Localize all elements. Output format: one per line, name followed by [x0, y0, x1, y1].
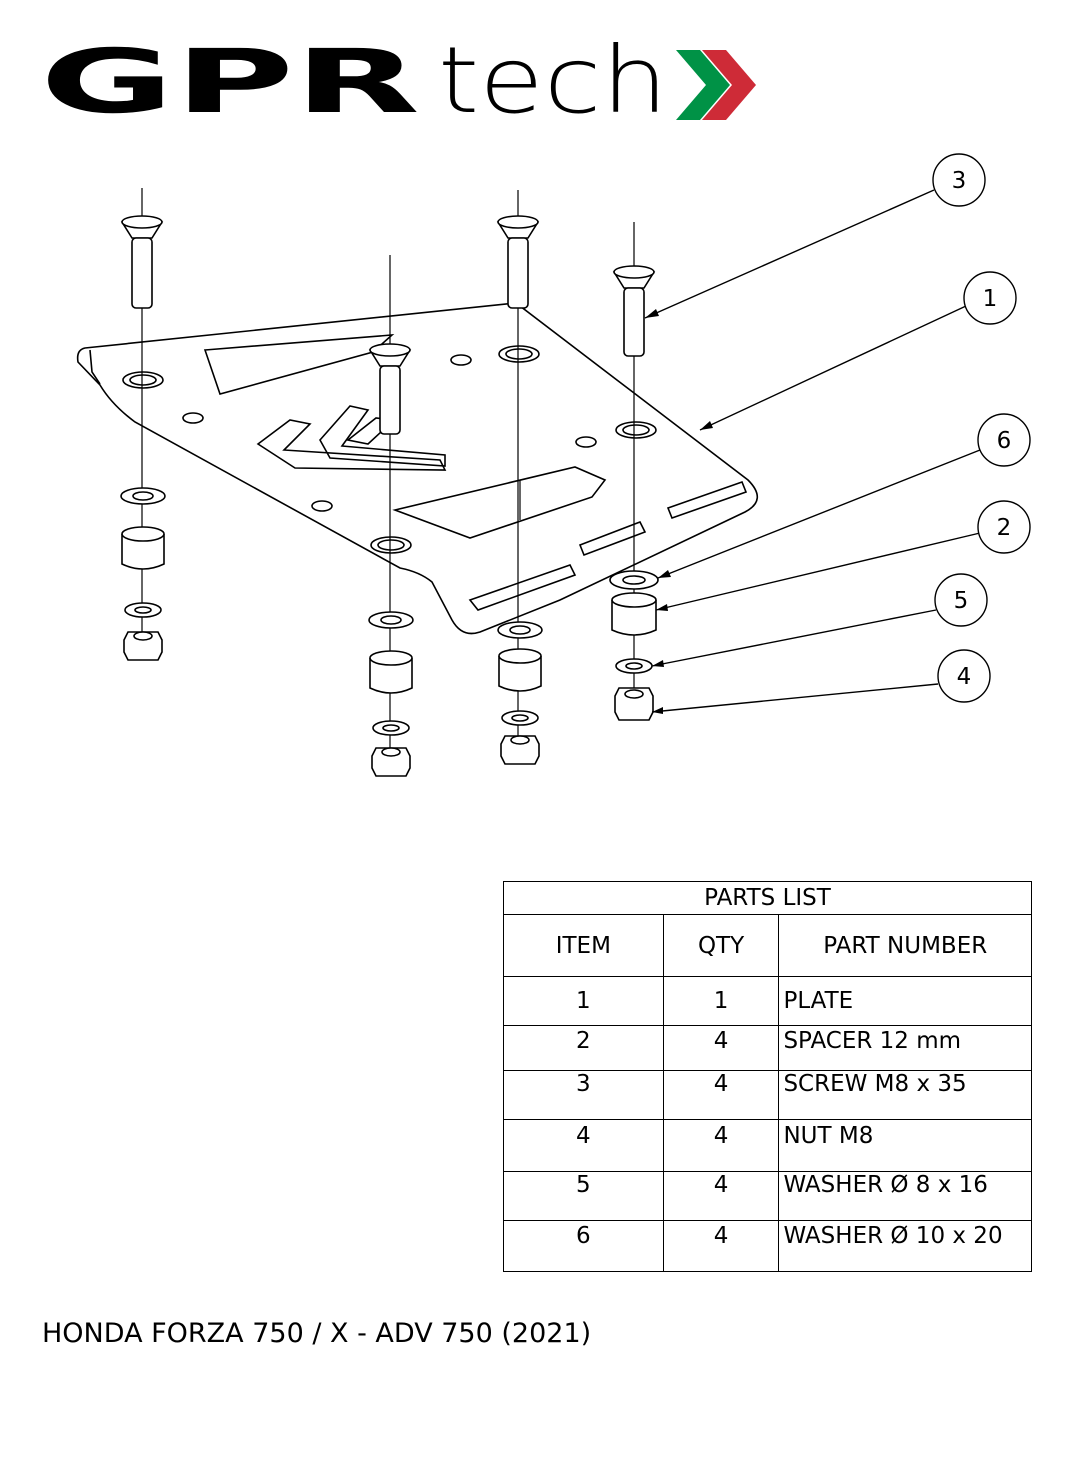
cell-part: SPACER 12 mm [778, 1025, 1032, 1071]
logo-suffix: tech [438, 30, 668, 130]
cell-item: 6 [503, 1220, 664, 1272]
callout-2-label: 2 [997, 515, 1012, 541]
callout-5-balloon [934, 573, 988, 627]
callout-3-balloon [932, 153, 986, 207]
screw-3 [612, 265, 656, 357]
table-row: 5 4 WASHER Ø 8 x 16 [503, 1171, 1032, 1221]
callout-1-balloon [963, 271, 1017, 325]
hardware-stack-4 [609, 570, 659, 721]
hardware-stack-1 [120, 487, 166, 661]
cell-qty: 4 [662, 1025, 780, 1071]
cell-part: WASHER Ø 10 x 20 [778, 1220, 1032, 1272]
hardware-stack-2 [368, 611, 414, 777]
header-item: ITEM [503, 914, 664, 977]
screw-1 [120, 215, 164, 309]
cell-item: 3 [503, 1070, 664, 1120]
callout-2-balloon [977, 500, 1031, 554]
screw-4 [368, 343, 412, 435]
leader-arrowheads [645, 309, 713, 714]
cell-item: 4 [503, 1119, 664, 1172]
callout-4-balloon [937, 649, 991, 703]
header-part-number: PART NUMBER [778, 914, 1032, 977]
hardware-stack-3 [497, 621, 543, 765]
callout-5-label: 5 [954, 588, 969, 614]
cell-qty: 4 [662, 1119, 780, 1172]
cell-item: 5 [503, 1171, 664, 1221]
callout-balloons [932, 153, 1031, 703]
cell-qty: 4 [662, 1070, 780, 1120]
callout-4-label: 4 [957, 664, 972, 690]
gprtech-logo: GPR tech [40, 30, 756, 130]
table-row: 6 4 WASHER Ø 10 x 20 [503, 1220, 1032, 1272]
table-row: 4 4 NUT M8 [503, 1119, 1032, 1172]
cell-part: WASHER Ø 8 x 16 [778, 1171, 1032, 1221]
callout-3-label: 3 [952, 168, 967, 194]
vehicle-model-caption: HONDA FORZA 750 / X - ADV 750 (2021) [42, 1318, 592, 1349]
cell-item: 2 [503, 1025, 664, 1071]
chevrons-icon [676, 50, 756, 120]
header-qty: QTY [662, 914, 780, 977]
table-row: 2 4 SPACER 12 mm [503, 1025, 1032, 1071]
cell-part: PLATE [778, 976, 1032, 1026]
cell-qty: 4 [662, 1171, 780, 1221]
table-row: 1 1 PLATE [503, 976, 1032, 1026]
callout-1-label: 1 [983, 286, 998, 312]
parts-list-table: PARTS LIST ITEM QTY PART NUMBER 1 1 PLAT… [503, 881, 1032, 1272]
cell-item: 1 [503, 976, 664, 1026]
leader-lines [644, 189, 981, 713]
parts-list-title: PARTS LIST [503, 881, 1032, 915]
cell-part: NUT M8 [778, 1119, 1032, 1172]
logo-prefix: GPR [40, 30, 420, 130]
callout-6-label: 6 [997, 428, 1012, 454]
cell-qty: 1 [662, 976, 780, 1026]
cell-part: SCREW M8 x 35 [778, 1070, 1032, 1120]
cell-qty: 4 [662, 1220, 780, 1272]
table-row: 3 4 SCREW M8 x 35 [503, 1070, 1032, 1120]
exploded-assembly-drawing: 3 1 6 2 5 4 [76, 153, 1031, 777]
callout-6-balloon [977, 413, 1031, 467]
screw-2 [496, 215, 540, 309]
